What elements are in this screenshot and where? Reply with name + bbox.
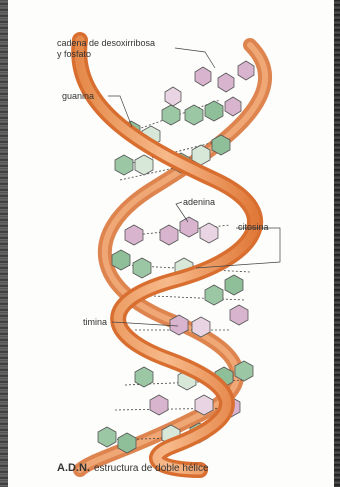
label-adenine: adenina [183, 197, 215, 208]
label-guanine: guanina [62, 91, 94, 102]
caption-abbreviation: A.D.N. [57, 462, 90, 474]
figure-caption: A.D.N. estructura de doble hélice [57, 462, 209, 474]
leader-lines [108, 48, 280, 326]
label-backbone-line2: y fosfato [57, 49, 91, 60]
label-thymine: timina [83, 317, 107, 328]
label-cytosine: citosina [238, 222, 269, 233]
caption-text: estructura de doble hélice [94, 463, 209, 474]
label-backbone-line1: cadena de desoxirribosa [57, 38, 155, 49]
